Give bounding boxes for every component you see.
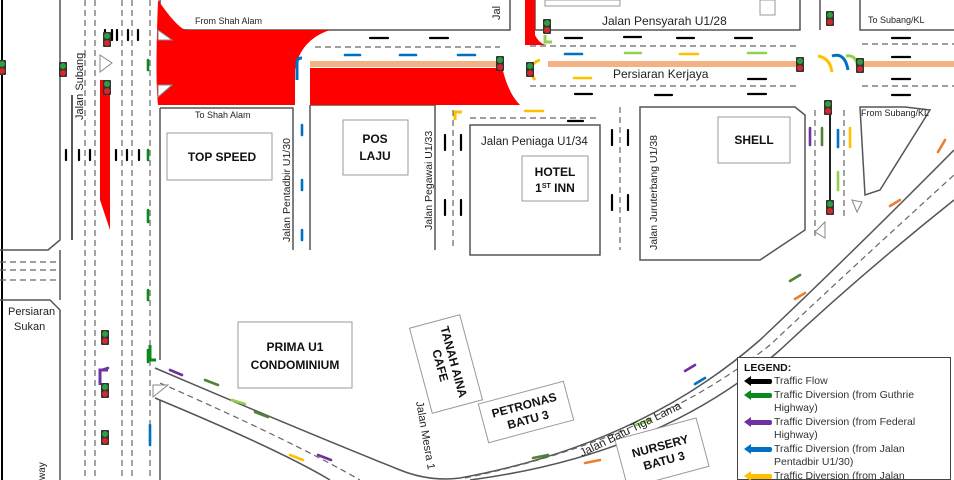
turn-arrow-guthrie	[148, 345, 156, 362]
turn-arrow-yellow	[453, 110, 462, 120]
label-jalan-pentadbir: Jalan Pentadbir U1/30	[281, 138, 293, 242]
building-pos-laju-2: LAJU	[359, 149, 390, 163]
arrow-orange	[583, 458, 602, 465]
traffic-light-icon	[543, 19, 551, 34]
building-hotel-2: 1ST INN	[535, 181, 575, 195]
legend-item-traffic-flow: Traffic Flow	[744, 375, 944, 388]
label-to-subang-kl: To Subang/KL	[868, 15, 925, 25]
turn-arrow-pentadbir	[295, 56, 303, 80]
arrow-icon	[744, 470, 772, 480]
arrow-federal	[168, 368, 184, 377]
building-hotel-1: HOTEL	[535, 165, 576, 179]
hotel-inn: INN	[551, 181, 575, 195]
label-from-subang-kl: From Subang/KL	[861, 108, 929, 118]
building-prima-2: CONDOMINIUM	[251, 358, 340, 372]
legend: LEGEND: Traffic Flow Traffic Diversion (…	[737, 357, 951, 480]
arrow-icon	[744, 416, 772, 429]
arrow-olive	[203, 378, 220, 387]
arrow-olive	[531, 453, 550, 460]
arrow-orange	[793, 291, 807, 301]
building-shell: SHELL	[734, 133, 773, 147]
median-strips	[71, 61, 954, 240]
turn-arrow-pentadbir	[831, 53, 850, 71]
label-bottom-left-partial: way	[37, 462, 48, 480]
arrow-orange	[888, 198, 902, 208]
traffic-light-icon	[526, 62, 534, 77]
label-jalan-peniaga: Jalan Peniaga U1/34	[481, 136, 588, 148]
label-from-shah-alam: From Shah Alam	[195, 16, 262, 26]
islands	[99, 29, 863, 399]
traffic-light-icon	[103, 32, 111, 47]
traffic-light-icon	[826, 200, 834, 215]
road-closure-areas	[100, 0, 548, 230]
arrow-icon	[744, 443, 772, 456]
traffic-light-icon	[101, 383, 109, 398]
arrow-olive	[253, 410, 270, 419]
building-top-speed: TOP SPEED	[188, 150, 257, 164]
arrow-lightgreen	[230, 398, 247, 406]
building-prima-1: PRIMA U1	[267, 340, 324, 354]
arrow-olive	[788, 273, 802, 283]
traffic-lights	[0, 11, 864, 445]
arrow-icon	[744, 375, 772, 388]
arrow-federal	[683, 363, 697, 373]
traffic-light-icon	[856, 58, 864, 73]
label-jalan-pegawai: Jalan Pegawai U1/33	[423, 131, 435, 230]
label-persiaran-sukan-1: Persiaran	[8, 306, 55, 318]
traffic-light-icon	[496, 56, 504, 71]
traffic-light-icon	[103, 80, 111, 95]
arrow-yellow	[288, 453, 305, 462]
legend-item-pentadbir: Traffic Diversion (from Jalan Pentadbir …	[744, 443, 944, 469]
turn-arrow-federal	[98, 368, 108, 385]
building-outlines	[166, 0, 791, 480]
legend-item-jalan: Traffic Diversion (from Jalan	[744, 470, 944, 480]
traffic-arrows	[64, 28, 947, 465]
legend-item-guthrie: Traffic Diversion (from Guthrie Highway)	[744, 389, 944, 415]
turn-arrow-yellow	[817, 54, 834, 73]
arrow-federal	[316, 453, 333, 462]
label-jalan-pensyarah: Jalan Pensyarah U1/28	[602, 14, 727, 28]
traffic-light-icon	[796, 57, 804, 72]
arrow-icon	[744, 389, 772, 402]
label-jalan-subang: Jalan Subang	[74, 53, 86, 120]
traffic-light-icon	[824, 100, 832, 115]
turn-arrow-lightgreen	[543, 35, 552, 44]
label-persiaran-sukan-2: Sukan	[14, 321, 45, 333]
hotel-superscript: ST	[542, 183, 552, 190]
traffic-light-icon	[826, 11, 834, 26]
legend-title: LEGEND:	[744, 362, 792, 374]
hotel-number: 1	[535, 181, 542, 195]
traffic-light-icon	[101, 430, 109, 445]
label-persiaran-kerjaya: Persiaran Kerjaya	[613, 67, 709, 81]
building-pos-laju-1: POS	[362, 132, 387, 146]
label-top-partial: Jal	[491, 6, 503, 20]
legend-label: Traffic Diversion (from Jalan Pentadbir …	[774, 443, 905, 468]
traffic-light-icon	[101, 330, 109, 345]
label-jalan-juruterbang: Jalan Juruterbang U1/38	[648, 135, 660, 250]
traffic-light-icon	[59, 62, 67, 77]
traffic-light-icon	[0, 60, 6, 75]
arrow-lightgreen	[634, 418, 653, 427]
legend-label: Traffic Diversion (from Guthrie Highway)	[774, 389, 915, 414]
legend-label: Traffic Diversion (from Jalan	[774, 470, 905, 480]
legend-label: Traffic Flow	[774, 375, 828, 387]
arrow-pentadbir	[693, 376, 707, 386]
arrow-orange	[936, 138, 947, 154]
legend-label: Traffic Diversion (from Federal Highway)	[774, 416, 916, 441]
legend-item-federal: Traffic Diversion (from Federal Highway)	[744, 416, 944, 442]
label-to-shah-alam: To Shah Alam	[195, 110, 251, 120]
